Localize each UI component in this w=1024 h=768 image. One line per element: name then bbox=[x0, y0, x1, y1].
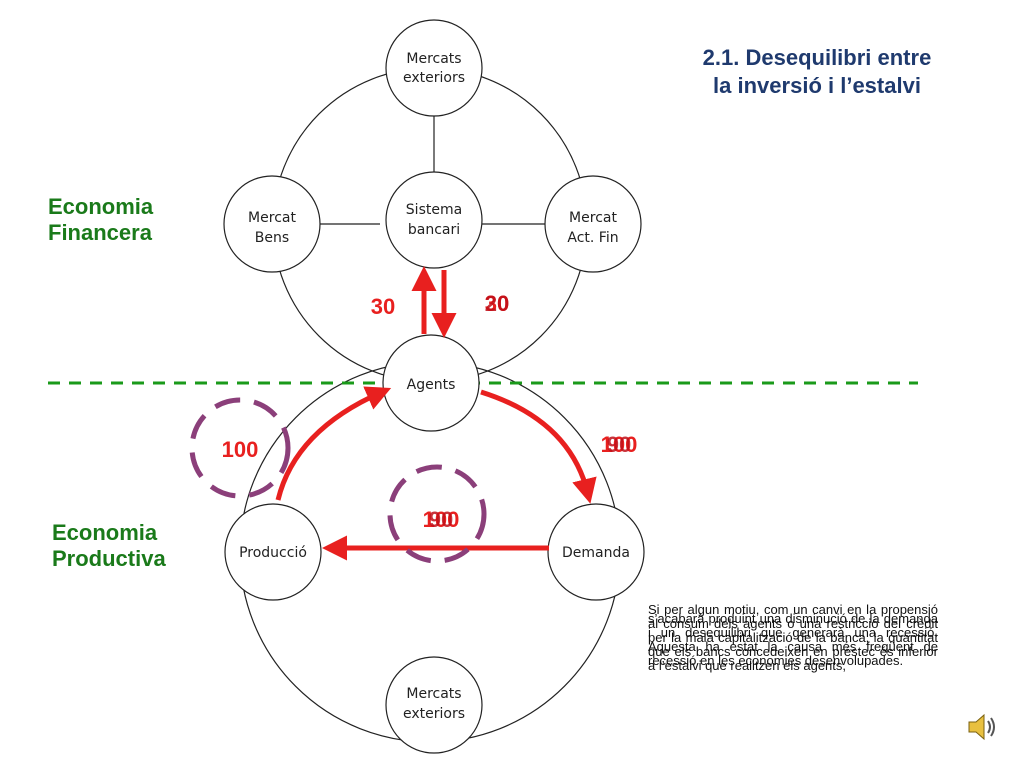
income-dashed-highlight bbox=[189, 397, 291, 499]
value-spend-right-b: 90 bbox=[607, 432, 631, 457]
value-savings-right-b: 20 bbox=[485, 291, 509, 316]
svg-text:Producció: Producció bbox=[239, 545, 307, 561]
label-productiva-line1: Economia bbox=[52, 520, 158, 545]
explanation-note-2: s’acabarà produint una disminució de la … bbox=[648, 611, 938, 668]
svg-text:Bens: Bens bbox=[255, 230, 289, 246]
label-economia-productiva: Economia Productiva bbox=[52, 520, 166, 572]
node-mercats-exteriors-top: Mercats exteriors bbox=[385, 19, 483, 117]
speaker-icon[interactable] bbox=[965, 710, 999, 744]
label-financera-line2: Financera bbox=[48, 220, 152, 245]
svg-text:Demanda: Demanda bbox=[562, 545, 630, 561]
label-economia-financera: Economia Financera bbox=[48, 194, 153, 246]
svg-text:Act. Fin: Act. Fin bbox=[567, 230, 618, 246]
node-agents: Agents bbox=[382, 334, 480, 432]
production-dashed-highlight bbox=[387, 464, 487, 564]
slide-title-line2: la inversió i l’estalvi bbox=[713, 73, 921, 98]
label-financera-line1: Economia bbox=[48, 194, 154, 219]
node-mercat-bens: Mercat Bens bbox=[223, 175, 321, 273]
slide-title-line1: 2.1. Desequilibri entre bbox=[702, 45, 932, 70]
value-income-left: 100 bbox=[222, 437, 259, 462]
svg-text:Mercats: Mercats bbox=[406, 51, 461, 67]
svg-text:Sistema: Sistema bbox=[406, 202, 462, 218]
node-demanda: Demanda bbox=[547, 503, 645, 601]
value-prod-b: 90 bbox=[429, 507, 453, 532]
label-productiva-line2: Productiva bbox=[52, 546, 166, 571]
income-arrow bbox=[275, 386, 392, 501]
svg-text:Mercat: Mercat bbox=[569, 210, 617, 226]
svg-text:Mercats: Mercats bbox=[406, 686, 461, 702]
value-savings-right-a: 30 bbox=[485, 291, 509, 316]
svg-text:Mercat: Mercat bbox=[248, 210, 296, 226]
svg-text:exteriors: exteriors bbox=[403, 70, 465, 86]
slide-title: 2.1. Desequilibri entre la inversió i l’… bbox=[652, 44, 982, 100]
node-mercats-exteriors-bottom: Mercats exteriors bbox=[385, 656, 483, 754]
node-mercat-act-fin: Mercat Act. Fin bbox=[544, 175, 642, 273]
value-spend-right-a: 100 bbox=[601, 432, 638, 457]
svg-text:Agents: Agents bbox=[407, 377, 456, 393]
explanation-note-1: Si per algun motiu, com un canvi en la p… bbox=[648, 602, 938, 673]
node-produccio: Producció bbox=[224, 503, 322, 601]
value-prod-a: 100 bbox=[423, 507, 460, 532]
spending-arrow bbox=[480, 389, 597, 504]
node-sistema-bancari: Sistema bancari bbox=[385, 171, 483, 269]
svg-text:bancari: bancari bbox=[408, 222, 460, 238]
svg-text:exteriors: exteriors bbox=[403, 706, 465, 722]
value-savings-left: 30 bbox=[371, 294, 395, 319]
